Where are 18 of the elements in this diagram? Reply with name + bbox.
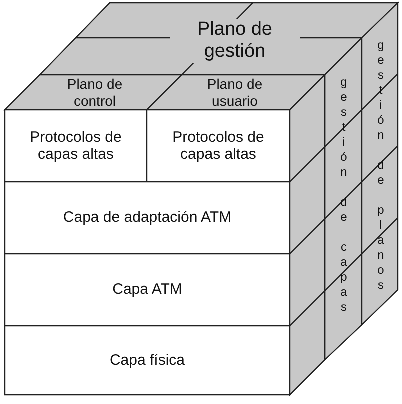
layer-box <box>5 254 290 326</box>
side-face <box>290 75 325 395</box>
vertical-label: gestión de planos <box>375 38 387 292</box>
layer-management-face <box>325 38 362 360</box>
layer-label: Capa de adaptación ATM <box>63 209 232 227</box>
layer-label: Capa física <box>110 352 186 370</box>
layer-box <box>5 110 147 182</box>
plane-label: Plano de usuario <box>206 76 264 109</box>
layer-box <box>147 110 290 182</box>
layer-label: Capa ATM <box>112 281 182 299</box>
plane-label: Plano de gestión <box>170 19 300 63</box>
plane-label: Plano de control <box>66 76 124 109</box>
plane-management-face <box>362 3 398 325</box>
layer-label: Protocolos de capas altas <box>172 128 266 164</box>
layer-box <box>5 182 290 254</box>
vertical-label: gestión de capas <box>338 75 350 315</box>
layer-label: Protocolos de capas altas <box>29 128 123 164</box>
layer-box <box>5 326 290 395</box>
